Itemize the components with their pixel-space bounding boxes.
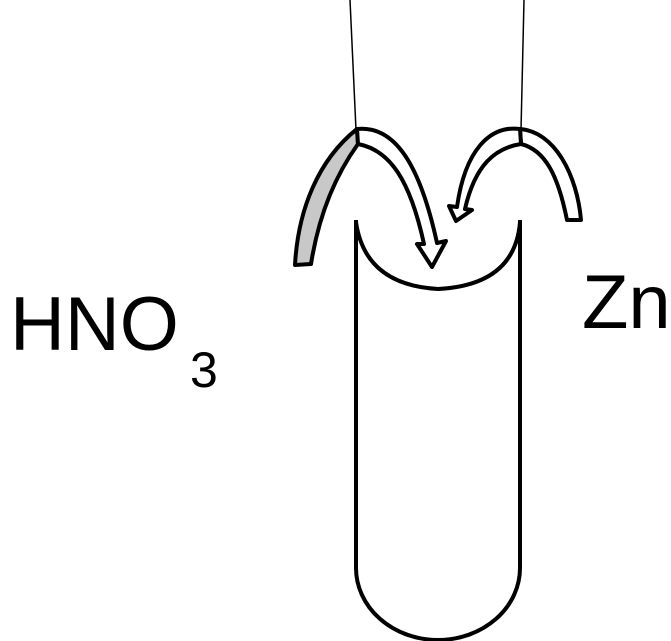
right-thread (520, 0, 525, 131)
right-inner-arrow (447, 126, 523, 223)
right-outer-arc (518, 127, 583, 222)
left-outer-arc (293, 127, 360, 267)
liquid-meniscus (354, 221, 522, 292)
left-thread (349, 0, 357, 131)
test-tube (354, 220, 522, 641)
zinc-label: Zn (582, 260, 671, 345)
nitric-acid-label: HNO (10, 282, 179, 367)
nitric-acid-subscript: 3 (190, 342, 218, 398)
left-inner-arrow (355, 126, 448, 269)
